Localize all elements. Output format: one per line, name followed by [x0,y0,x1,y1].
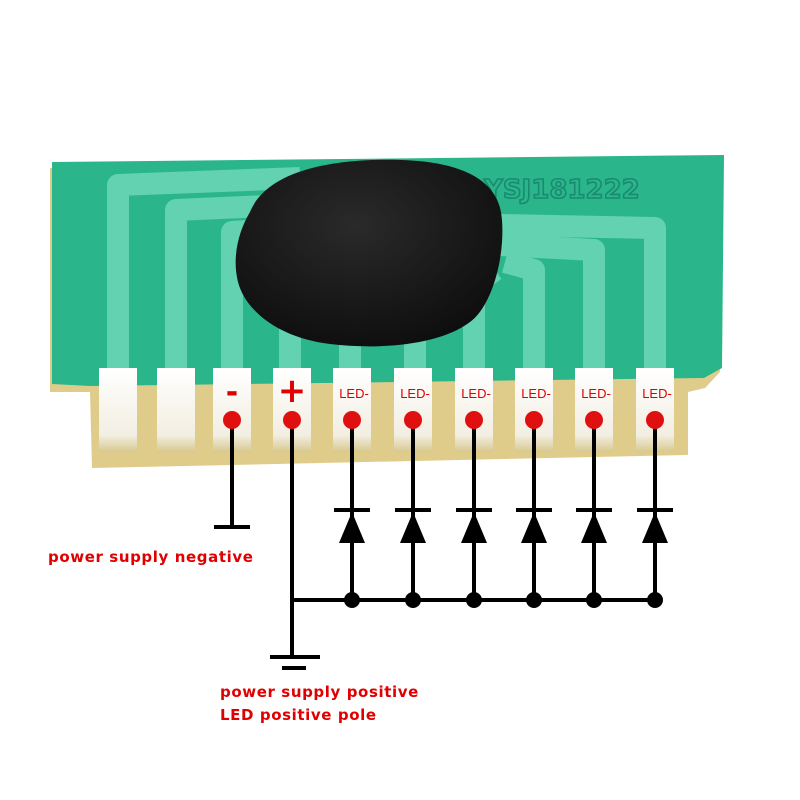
pcb-board: YSJ181222 [50,155,724,468]
caption-power-positive: power supply positive [220,683,419,701]
pin-label-10: LED- [642,386,672,401]
pin-label-5: LED- [339,386,369,401]
pin-label-4: + [278,371,307,411]
pin-labels: - + LED- LED- LED- LED- LED- LED- [226,371,672,411]
pin-label-9: LED- [581,386,611,401]
schematic-wiring [214,420,673,670]
junction-dot-3 [466,592,482,608]
epoxy-chip-blob [235,159,503,347]
junction-dot-4 [526,592,542,608]
pin-dot-8 [525,411,543,429]
pin-label-8: LED- [521,386,551,401]
caption-power-negative: power supply negative [48,548,254,566]
pin-dot-4 [283,411,301,429]
diode-symbol-6 [642,512,668,543]
pin-label-6: LED- [400,386,430,401]
pin-dot-3 [223,411,241,429]
pad-1 [99,368,137,452]
pin-dot-5 [343,411,361,429]
diode-symbol-4 [521,512,547,543]
junction-dot-2 [405,592,421,608]
junction-dot-6 [647,592,663,608]
pad-2 [157,368,195,452]
caption-led-positive: LED positive pole [220,706,377,724]
diode-symbol-1 [339,512,365,543]
diode-symbol-5 [581,512,607,543]
pin-dot-9 [585,411,603,429]
diode-symbol-2 [400,512,426,543]
junction-dot-1 [344,592,360,608]
pin-label-7: LED- [461,386,491,401]
junction-dot-5 [586,592,602,608]
pin-label-3: - [226,375,238,410]
pin-dot-6 [404,411,422,429]
pcb-pads [99,368,674,452]
pin-dots [223,411,664,429]
pin-dot-7 [465,411,483,429]
diode-symbol-3 [461,512,487,543]
board-marking: YSJ181222 [483,175,640,205]
pin-dot-10 [646,411,664,429]
